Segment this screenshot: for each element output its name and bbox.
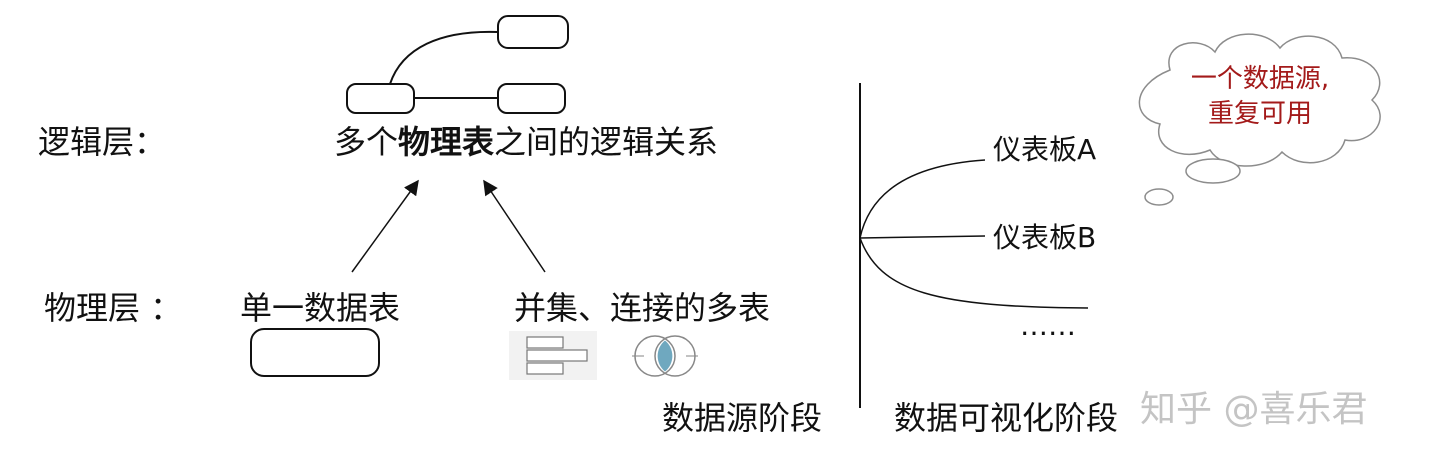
cloud-text-line-2: 重复可用 — [1207, 99, 1312, 130]
arrow-single-to-logical — [351, 179, 419, 273]
watermark: 知乎 @喜乐君 — [1140, 389, 1368, 430]
cloud-bubble-large — [1185, 158, 1241, 184]
branch-a — [859, 159, 986, 239]
branch-more — [859, 237, 1089, 309]
cloud-text: 一个数据源, 重复可用 — [1170, 62, 1350, 132]
heading-part-physical-tables: 物理表 — [398, 123, 495, 161]
tree-node-left — [346, 83, 415, 114]
dashboard-more-label: …… — [1020, 309, 1076, 342]
single-table-icon — [250, 328, 380, 377]
dashboard-a-label: 仪表板A — [993, 133, 1097, 166]
dashboard-branches — [859, 159, 1089, 309]
heading-part-1: 多个 — [334, 123, 399, 161]
cloud-shape — [1138, 33, 1381, 167]
arrow-multi-to-logical — [483, 179, 546, 273]
branch-b — [859, 235, 986, 239]
union-tables-icon — [509, 331, 597, 380]
logical-layer-heading: 多个物理表之间的逻辑关系 — [334, 126, 718, 158]
cloud-bubble-small — [1144, 188, 1174, 206]
join-venn-icon — [632, 335, 698, 377]
tree-node-right — [497, 83, 566, 114]
dashboard-b-label: 仪表板B — [993, 221, 1097, 254]
tree-node-top — [497, 15, 569, 49]
logical-relationship-tree — [346, 15, 569, 114]
heading-part-3: 之间的逻辑关系 — [494, 123, 719, 161]
logical-layer-label: 逻辑层： — [38, 123, 167, 161]
single-table-label: 单一数据表 — [240, 289, 401, 327]
data-source-stage-label: 数据源阶段 — [662, 399, 823, 437]
thought-cloud — [1138, 33, 1381, 206]
multi-table-label: 并集、连接的多表 — [514, 289, 771, 327]
visualization-stage-label: 数据可视化阶段 — [894, 399, 1119, 437]
cloud-text-line-1: 一个数据源, — [1190, 64, 1330, 94]
physical-layer-label: 物理层 ： — [44, 289, 183, 327]
tree-link-upper — [389, 30, 499, 85]
